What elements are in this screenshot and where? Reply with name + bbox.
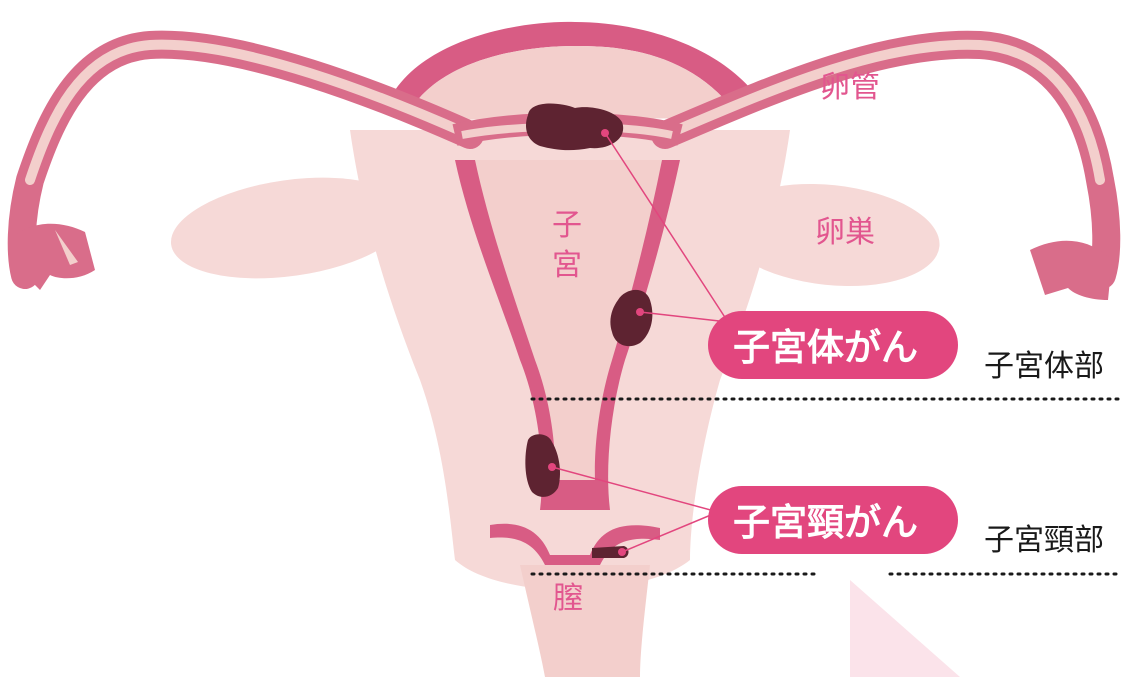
background-wedge <box>850 580 960 677</box>
label-uterus-char2: 宮 <box>552 248 582 283</box>
label-ovary: 卵巣 <box>815 215 875 250</box>
callout-cervical-cancer-label: 子宮頸がん <box>733 501 918 544</box>
vagina <box>520 565 650 677</box>
callout-body-cancer: 子宮体がん <box>708 311 958 379</box>
region-uterine-body: 子宮体部 <box>984 349 1104 384</box>
callout-body-cancer-label: 子宮体がん <box>733 326 918 369</box>
region-cervix: 子宮頸部 <box>984 523 1104 558</box>
callout-cervical-cancer: 子宮頸がん <box>708 486 958 554</box>
label-fallopian-tube: 卵管 <box>820 70 880 105</box>
label-uterus-char1: 子 <box>552 208 582 243</box>
label-vagina: 膣 <box>553 581 583 616</box>
